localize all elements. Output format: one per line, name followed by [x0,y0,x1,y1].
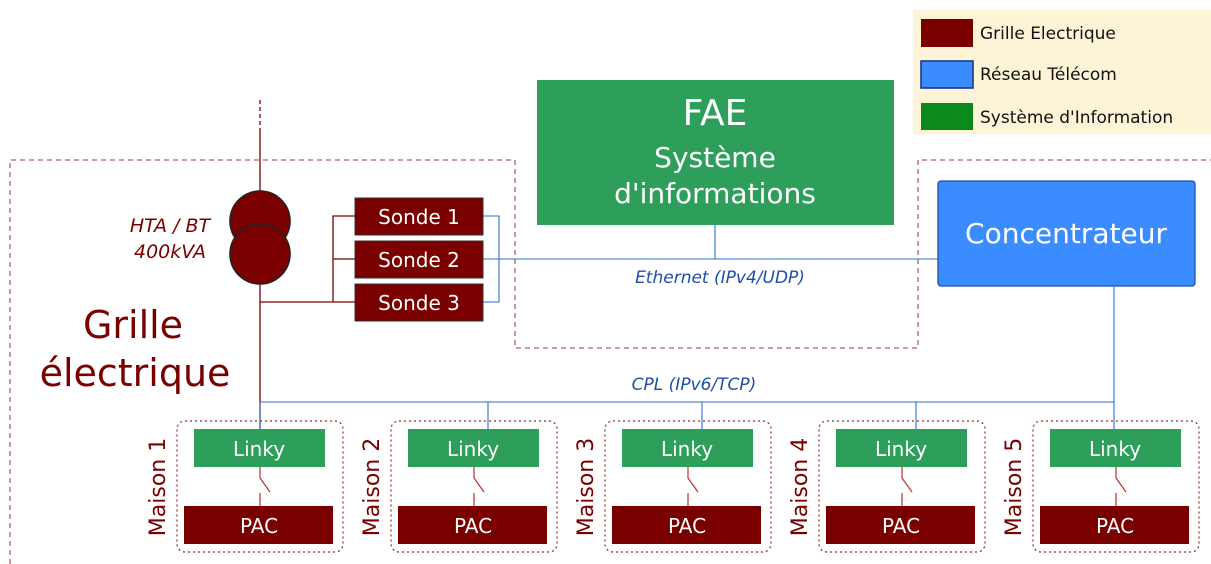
linky-label: Linky [875,437,927,461]
legend-label-grid: Grille Electrique [980,24,1116,44]
grid-label-line2: électrique [40,351,231,395]
probe-1-label: Sonde 1 [378,205,460,229]
house-name: Maison 1 [146,438,171,536]
linky-box [836,429,967,467]
house-boundary [604,420,772,553]
pac-box [826,506,975,544]
fae-subtitle-line1: Système [654,141,776,174]
legend-label-telecom: Réseau Télécom [980,65,1117,85]
pac-label: PAC [882,514,920,538]
linky-box [194,429,325,467]
house-name: Maison 5 [1002,438,1027,536]
pac-box [1040,506,1189,544]
probe-3-label: Sonde 3 [378,291,460,315]
ethernet-label: Ethernet (IPv4/UDP) [635,268,805,288]
legend: Grille Electrique Réseau Télécom Système… [920,19,1173,130]
pac-label: PAC [240,514,278,538]
legend-swatch-telecom [920,60,974,89]
concentrator-box [937,180,1196,287]
pac-label: PAC [668,514,706,538]
switch-link [687,467,699,506]
pac-box [184,506,333,544]
linky-box [1050,429,1181,467]
probe-wiring [260,215,355,303]
probe-2-label: Sonde 2 [378,248,460,272]
cpl-label: CPL (IPv6/TCP) [632,375,757,395]
house-name: Maison 4 [788,438,813,536]
pac-box [612,506,761,544]
house-name: Maison 2 [360,438,385,536]
grid-label-line1: Grille [83,303,183,347]
linky-label: Linky [233,437,285,461]
linky-label: Linky [661,437,713,461]
switch-link [901,467,913,506]
linky-box [408,429,539,467]
house-boundary [390,420,558,553]
switch-link [1115,467,1127,506]
grid-boundary-dashed [9,159,1211,564]
pac-label: PAC [1096,514,1134,538]
transformer-label-line1: HTA / BT [130,215,212,237]
fae-title: FAE [683,93,748,134]
probe-3: Sonde 3 [354,283,484,322]
fae-box [537,80,894,225]
probe-2: Sonde 2 [354,240,484,279]
concentrator-label: Concentrateur [965,217,1167,250]
legend-swatch-info [921,103,973,130]
switch-link [259,467,271,506]
legend-swatch-grid [921,19,973,47]
fae-subtitle-line2: d'informations [614,177,816,210]
probe-1: Sonde 1 [354,197,484,236]
house-boundary [818,420,986,553]
transformer-secondary-coil [229,223,291,285]
linky-box [622,429,753,467]
probe-telecom-bracket [483,215,938,303]
switch-link [473,467,485,506]
house-name: Maison 3 [574,438,599,536]
pac-label: PAC [454,514,492,538]
legend-label-info: Système d'Information [980,108,1173,128]
transformer-label-line2: 400kVA [134,241,206,263]
linky-label: Linky [1089,437,1141,461]
pac-box [398,506,547,544]
linky-label: Linky [447,437,499,461]
house-boundary [1032,420,1200,553]
